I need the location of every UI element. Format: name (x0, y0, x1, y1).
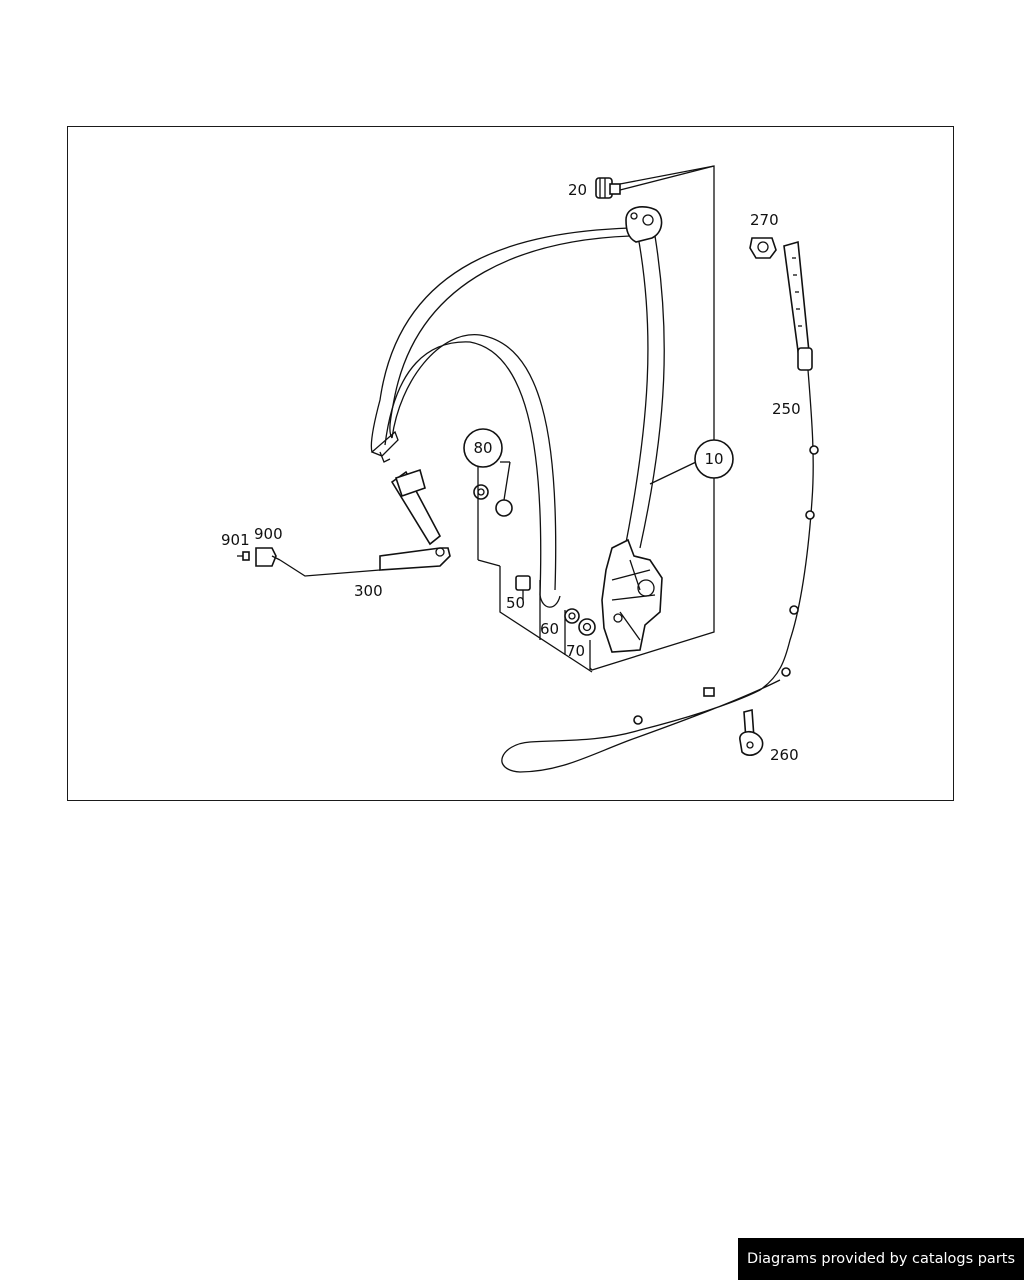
callout-80-circle (463, 428, 503, 468)
callout-250: 250 (772, 400, 801, 418)
callout-260: 260 (770, 746, 799, 764)
part-900-clip (255, 547, 277, 567)
callout-70: 70 (566, 642, 585, 660)
part-270-nut (749, 237, 777, 259)
callout-50: 50 (506, 594, 525, 612)
part-250-adjuster-rail (783, 240, 813, 371)
callout-10: 10 (704, 450, 723, 468)
callout-900: 900 (254, 525, 283, 543)
leader-lines (271, 165, 715, 567)
callout-901: 901 (221, 531, 250, 549)
callout-80: 80 (473, 439, 492, 457)
part-20-bolt (595, 177, 621, 199)
part-80-cap (473, 484, 513, 517)
part-901-pin (237, 551, 250, 561)
seat-belt-webbing (370, 227, 665, 608)
credit-bar: Diagrams provided by catalogs parts (738, 1238, 1024, 1280)
part-60-washer (564, 608, 580, 624)
retractor (601, 538, 663, 653)
callout-60: 60 (540, 620, 559, 638)
part-50-bolt (515, 575, 531, 600)
callout-300: 300 (354, 582, 383, 600)
callout-10-circle (694, 439, 734, 479)
credit-text: Diagrams provided by catalogs parts (746, 1251, 1016, 1267)
callout-270: 270 (750, 211, 779, 229)
part-260-connector (739, 708, 764, 756)
belt-guide-loop (625, 206, 663, 243)
part-70-nut (578, 618, 596, 636)
diagram-frame (67, 126, 954, 801)
buckle-assembly (279, 468, 451, 577)
callout-20: 20 (568, 181, 587, 199)
cable-harness (501, 369, 819, 773)
